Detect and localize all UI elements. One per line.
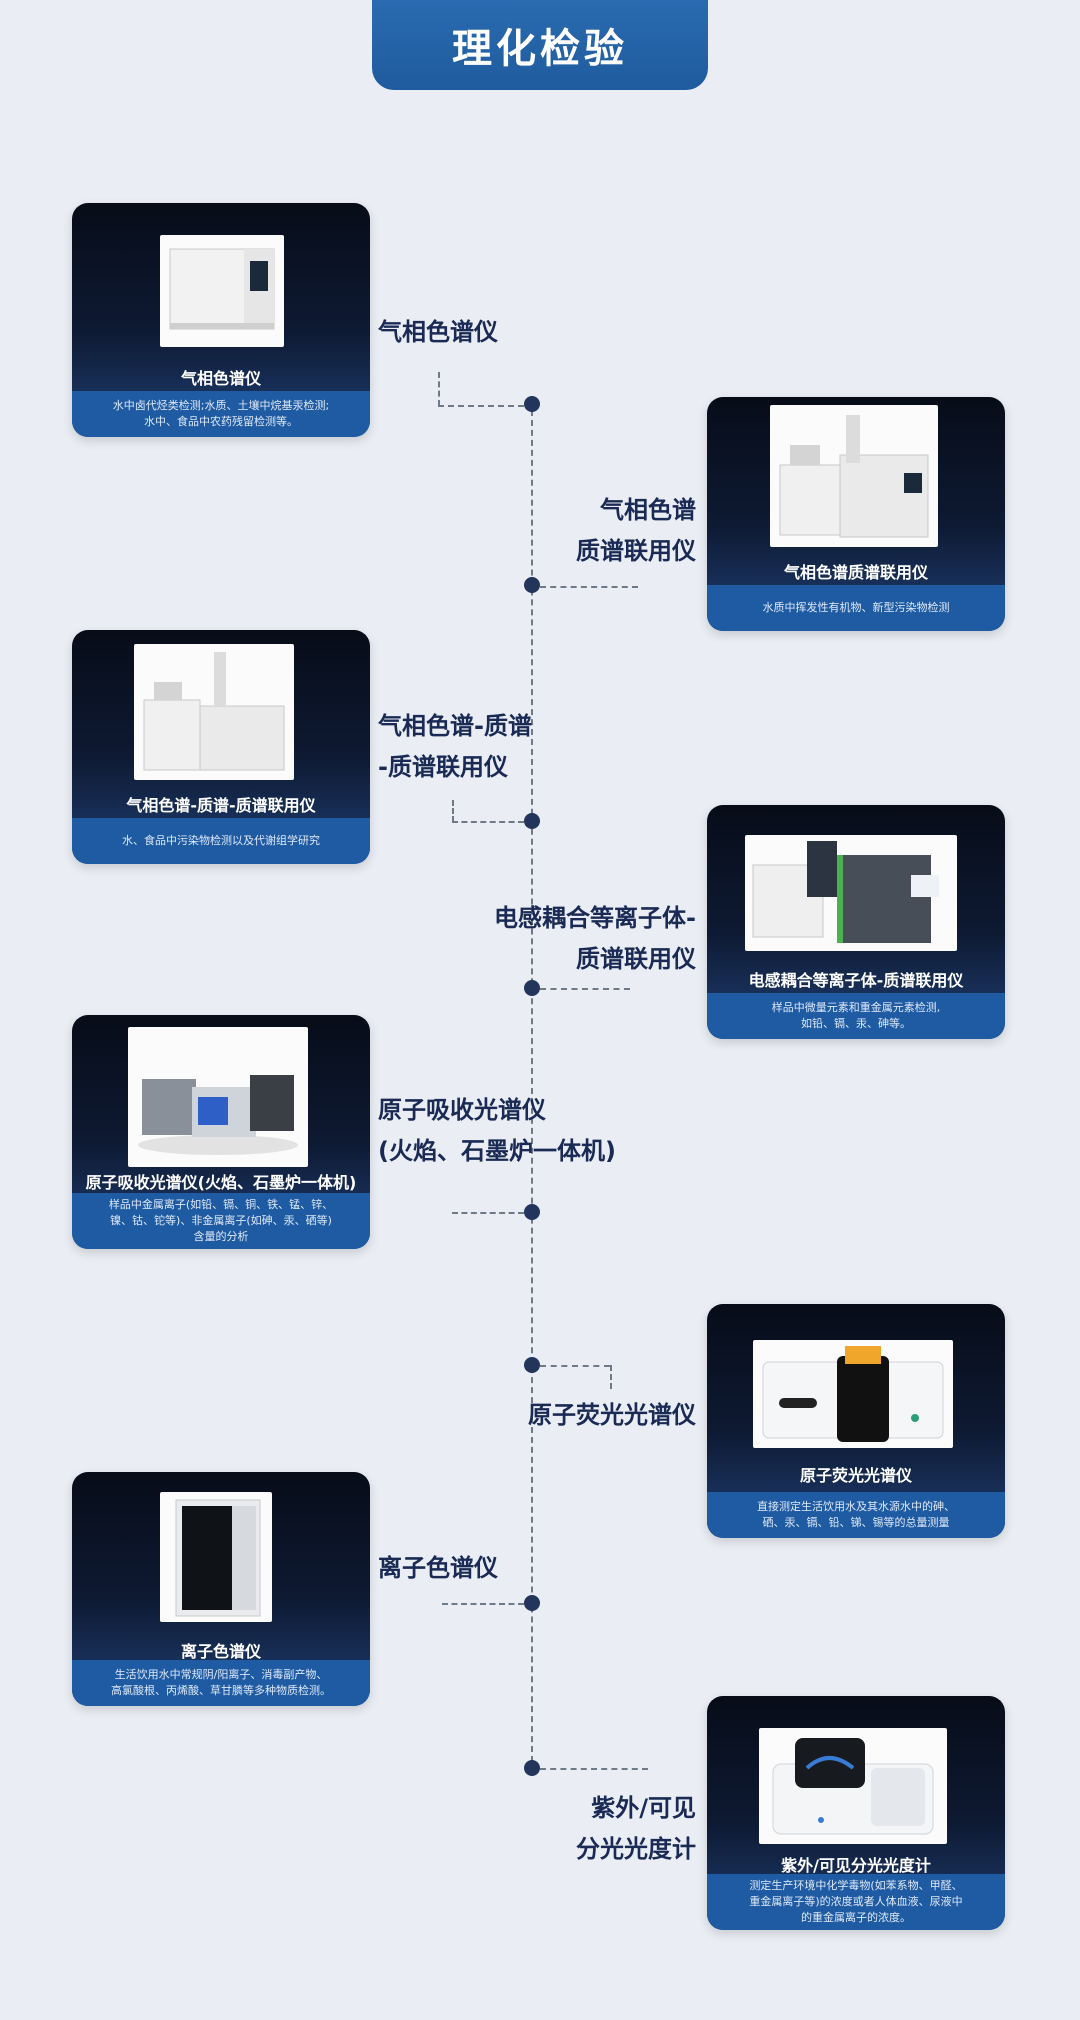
page-title: 理化检验 [372,0,708,90]
timeline-dot [524,1595,540,1611]
instrument-card: 电感耦合等离子体-质谱联用仪 样品中微量元素和重金属元素检测, 如铅、镉、汞、砷… [707,805,1005,1039]
timeline-dot [524,1204,540,1220]
card-description: 直接测定生活饮用水及其水源水中的砷、 硒、汞、镉、铅、锑、锡等的总量测量 [707,1492,1005,1538]
ic-instrument-image [160,1492,272,1622]
instrument-label: 电感耦合等离子体- 质谱联用仪 [470,898,696,980]
timeline-dot [524,1357,540,1373]
card-description: 样品中微量元素和重金属元素检测, 如铅、镉、汞、砷等。 [707,993,1005,1039]
card-title: 电感耦合等离子体-质谱联用仪 [748,971,964,990]
card-title: 紫外/可见分光光度计 [781,1856,931,1875]
instrument-label: 离子色谱仪 [378,1548,498,1589]
connector [540,988,630,990]
timeline-dot [524,980,540,996]
gcms-instrument-image [770,405,938,547]
card-title: 气相色谱-质谱-质谱联用仪 [126,796,316,815]
instrument-card: 原子吸收光谱仪(火焰、石墨炉一体机) 样品中金属离子(如铅、镉、铜、铁、锰、锌、… [72,1015,370,1249]
timeline-dot [524,577,540,593]
label-line: 离子色谱仪 [378,1554,498,1582]
label-line: -质谱联用仪 [378,753,508,781]
card-title: 原子吸收光谱仪(火焰、石墨炉一体机) [85,1173,357,1192]
timeline-dot [524,813,540,829]
label-line: (火焰、石墨炉一体机) [378,1137,616,1165]
connector [540,1365,610,1367]
connector [452,1212,524,1214]
instrument-card: 紫外/可见分光光度计 测定生产环境中化学毒物(如苯系物、甲醛、 重金属离子等)的… [707,1696,1005,1930]
instrument-label: 气相色谱-质谱 -质谱联用仪 [378,706,532,788]
connector [452,821,524,823]
card-description: 样品中金属离子(如铅、镉、铜、铁、锰、锌、 镍、钴、铊等)、非金属离子(如砷、汞… [72,1193,370,1249]
label-line: 分光光度计 [576,1835,696,1863]
gcmsms-instrument-image [134,644,294,780]
card-description: 水、食品中污染物检测以及代谢组学研究 [72,818,370,864]
label-line: 质谱联用仪 [576,537,696,565]
instrument-label: 紫外/可见 分光光度计 [520,1788,696,1870]
instrument-card: 原子荧光光谱仪 直接测定生活饮用水及其水源水中的砷、 硒、汞、镉、铅、锑、锡等的… [707,1304,1005,1538]
card-description: 水中卤代烃类检测;水质、土壤中烷基汞检测; 水中、食品中农药残留检测等。 [72,391,370,437]
instrument-card: 气相色谱质谱联用仪 水质中挥发性有机物、新型污染物检测 [707,397,1005,631]
gc-instrument-image [160,235,284,347]
aas-instrument-image [128,1027,308,1167]
connector [442,1603,524,1605]
connector [610,1365,612,1389]
instrument-label: 气相色谱仪 [378,312,498,353]
label-line: 质谱联用仪 [576,945,696,973]
card-title: 气相色谱质谱联用仪 [783,563,928,582]
instrument-label: 原子吸收光谱仪 (火焰、石墨炉一体机) [378,1090,616,1172]
connector [438,372,440,406]
connector [438,405,524,407]
card-title: 原子荧光光谱仪 [799,1466,912,1485]
timeline-axis [531,400,533,1772]
label-line: 原子吸收光谱仪 [378,1096,546,1124]
instrument-card: 气相色谱仪 水中卤代烃类检测;水质、土壤中烷基汞检测; 水中、食品中农药残留检测… [72,203,370,437]
label-line: 气相色谱 [600,496,696,524]
card-description: 测定生产环境中化学毒物(如苯系物、甲醛、 重金属离子等)的浓度或者人体血液、尿液… [707,1874,1005,1930]
icpms-instrument-image [745,835,957,951]
timeline-dot [524,396,540,412]
instrument-label: 原子荧光光谱仪 [500,1395,696,1436]
card-title: 气相色谱仪 [180,369,261,388]
uvvis-instrument-image [759,1728,947,1844]
label-line: 原子荧光光谱仪 [528,1401,696,1429]
afs-instrument-image [753,1340,953,1448]
card-title: 离子色谱仪 [180,1642,261,1661]
instrument-card: 气相色谱-质谱-质谱联用仪 水、食品中污染物检测以及代谢组学研究 [72,630,370,864]
instrument-label: 气相色谱 质谱联用仪 [520,490,696,572]
timeline-dot [524,1760,540,1776]
card-description: 生活饮用水中常规阴/阳离子、消毒副产物、 高氯酸根、丙烯酸、草甘膦等多种物质检测… [72,1660,370,1706]
connector [540,586,638,588]
instrument-card: 离子色谱仪 生活饮用水中常规阴/阳离子、消毒副产物、 高氯酸根、丙烯酸、草甘膦等… [72,1472,370,1706]
connector [540,1768,648,1770]
label-line: 气相色谱-质谱 [378,712,532,740]
label-line: 电感耦合等离子体- [494,904,696,932]
connector [452,800,454,822]
label-line: 紫外/可见 [591,1794,696,1822]
label-line: 气相色谱仪 [378,318,498,346]
card-description: 水质中挥发性有机物、新型污染物检测 [707,585,1005,631]
